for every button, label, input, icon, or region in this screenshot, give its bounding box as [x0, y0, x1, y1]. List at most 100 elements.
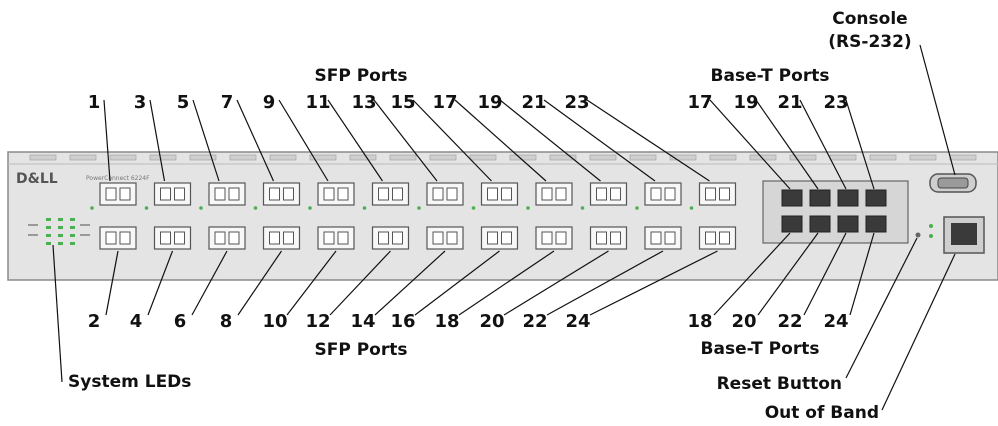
sfp-port-number: 24: [565, 311, 590, 332]
sfp-slot: [555, 187, 567, 201]
sfp-slot: [446, 187, 458, 201]
vent-slot: [269, 154, 297, 161]
sfp-port-number: 17: [432, 92, 457, 113]
leader-line: [849, 232, 875, 316]
leader-line: [236, 99, 275, 182]
sfp-port-number: 15: [390, 92, 415, 113]
sfp-cage: [480, 182, 519, 206]
leader-line: [881, 253, 956, 411]
reset-button-label: Reset Button: [717, 374, 842, 394]
sfp-cage: [371, 182, 410, 206]
base-t-port-number: 23: [823, 92, 848, 113]
leader-line: [755, 99, 819, 190]
rj45-port: [781, 189, 803, 207]
sfp-ports-bottom-caption: SFP Ports: [314, 340, 407, 360]
vent-slots: [29, 154, 977, 161]
system-leds-label: System LEDs: [68, 372, 191, 392]
sfp-port-number: 22: [522, 311, 547, 332]
leader-line: [803, 232, 847, 316]
sfp-cage: [371, 226, 410, 250]
vent-slot: [789, 154, 817, 161]
sfp-slot: [214, 231, 226, 245]
port-led: [417, 206, 421, 210]
sfp-slot: [392, 231, 403, 245]
sfp-port-number: 19: [477, 92, 502, 113]
sfp-cage: [153, 182, 192, 206]
sfp-slot: [160, 187, 171, 201]
base-t-port-number: 17: [687, 92, 712, 113]
sfp-port-number: 20: [479, 311, 504, 332]
leader-line: [373, 99, 438, 182]
port-led: [471, 206, 476, 210]
sfp-cage: [99, 226, 137, 250]
leader-line: [329, 250, 391, 316]
sfp-cage: [317, 182, 355, 206]
leader-line: [713, 232, 791, 316]
sfp-port-number: 8: [220, 311, 233, 332]
sfp-port: [535, 226, 573, 250]
led-legend-mark: [28, 224, 38, 226]
sfp-port: [317, 182, 355, 206]
leader-line: [103, 99, 111, 182]
sfp-slot: [337, 187, 349, 201]
leader-line: [52, 244, 63, 383]
port-led: [635, 206, 639, 210]
sfp-slot: [432, 187, 444, 201]
port-led: [144, 206, 149, 210]
port-led: [199, 206, 203, 210]
sfp-port: [589, 226, 628, 250]
base-t-port-number: 24: [823, 311, 848, 332]
sfp-port-number: 3: [134, 92, 147, 113]
sfp-cage: [208, 182, 246, 206]
sfp-slot: [501, 187, 512, 201]
sfp-port-number: 7: [221, 92, 234, 113]
sfp-slot: [283, 187, 294, 201]
led-legend-mark: [28, 234, 38, 236]
port-led: [308, 206, 312, 210]
sfp-port: [153, 226, 192, 250]
sfp-cage: [426, 182, 464, 206]
leader-line: [543, 99, 656, 182]
vent-slot: [429, 154, 457, 161]
leader-line: [845, 99, 875, 190]
sfp-slot: [378, 187, 389, 201]
sfp-port-number: 14: [350, 311, 375, 332]
sfp-cage: [99, 182, 137, 206]
port-led: [362, 206, 367, 210]
sfp-port: [99, 182, 137, 206]
sfp-port-number: 2: [88, 311, 101, 332]
system-led: [46, 242, 51, 245]
vent-slot: [149, 154, 177, 161]
system-led: [58, 218, 63, 221]
sfp-port: [153, 182, 192, 206]
leader-line: [454, 99, 547, 182]
vent-slot: [69, 154, 97, 161]
system-led: [70, 226, 75, 229]
sfp-port-number: 4: [130, 311, 143, 332]
sfp-port: [644, 226, 682, 250]
sfp-slot: [446, 231, 458, 245]
leader-line: [546, 250, 664, 316]
console-port: [929, 173, 977, 193]
base-t-ports-top-caption: Base-T Ports: [711, 66, 830, 86]
console-label-line1: Console: [832, 9, 907, 29]
sfp-port-number: 5: [177, 92, 190, 113]
console-label-line2: (RS-232): [828, 32, 911, 52]
vent-slot: [229, 154, 257, 161]
sfp-port: [480, 182, 519, 206]
sfp-port-number: 23: [564, 92, 589, 113]
sfp-cage: [535, 182, 573, 206]
sfp-slot: [705, 187, 716, 201]
base-t-port-number: 22: [777, 311, 802, 332]
sfp-port-number: 1: [88, 92, 101, 113]
leader-line: [799, 99, 847, 190]
led-legend-mark: [80, 224, 90, 226]
status-led-2: [929, 234, 933, 238]
base-t-port-group: [762, 180, 909, 244]
leader-lines: [52, 44, 956, 411]
out-of-band-port: [943, 216, 985, 254]
sfp-cage: [698, 226, 737, 250]
rj45-port: [837, 189, 859, 207]
vent-slot: [189, 154, 217, 161]
